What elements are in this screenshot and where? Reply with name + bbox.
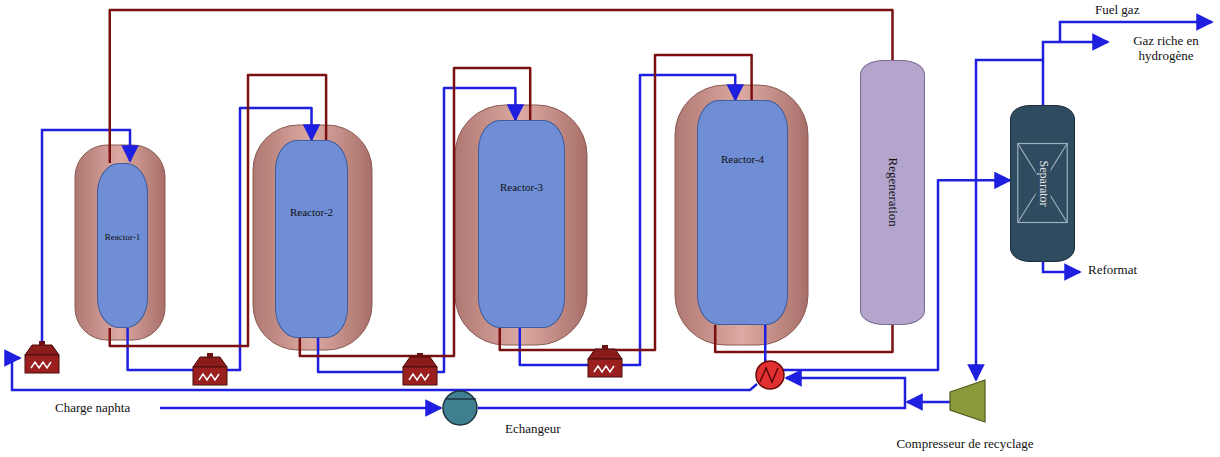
stream-label: Fuel gaz [1095, 3, 1139, 18]
catalyst-line [715, 325, 892, 352]
vessel-label: Reactor-4 [721, 153, 764, 165]
stream-label: Gaz riche en hydrogène [1118, 34, 1214, 64]
reformate-line [1043, 262, 1080, 272]
stream-label: Echangeur [505, 422, 561, 437]
stream-label: Compresseur de recyclage [885, 437, 1045, 452]
furnace-symbol [25, 341, 59, 373]
furnace-feed-line [12, 358, 757, 390]
feed-line [478, 378, 905, 408]
reactor-vessel: Reactor-3 [478, 120, 565, 328]
vessel-label: Reactor-2 [290, 206, 333, 218]
vessel-label: Separator [1035, 158, 1050, 210]
vessel-label: Reactor-1 [105, 233, 140, 243]
reactor-shell [75, 145, 165, 340]
regenerator-vessel: Regeneration [860, 60, 925, 325]
furnace-symbol [403, 353, 437, 385]
stream-label: Charge naphta [55, 401, 130, 416]
separator-vessel: Separator [1010, 105, 1075, 262]
compressor-symbol [950, 380, 985, 422]
vessel-label: Regeneration [885, 158, 899, 227]
reactor-vessel: Reactor-1 [97, 163, 148, 328]
heat-exchanger-symbol [756, 361, 784, 389]
reactor-shell [253, 125, 372, 350]
pump-symbol [443, 391, 477, 425]
reactor-shell [675, 85, 808, 345]
furnace-symbol [193, 353, 227, 385]
reactor-vessel: Reactor-4 [697, 100, 788, 325]
reactor-shell [455, 105, 587, 345]
process-lines [12, 22, 1212, 408]
furnace-symbol [588, 345, 622, 377]
stream-label: Reformat [1088, 263, 1137, 278]
vessel-label: Reactor-3 [500, 181, 543, 193]
reactor-vessel: Reactor-2 [275, 140, 348, 338]
hydrogen-line [1043, 42, 1108, 105]
recycle-gas-line [907, 401, 950, 404]
feed-line [160, 407, 441, 410]
